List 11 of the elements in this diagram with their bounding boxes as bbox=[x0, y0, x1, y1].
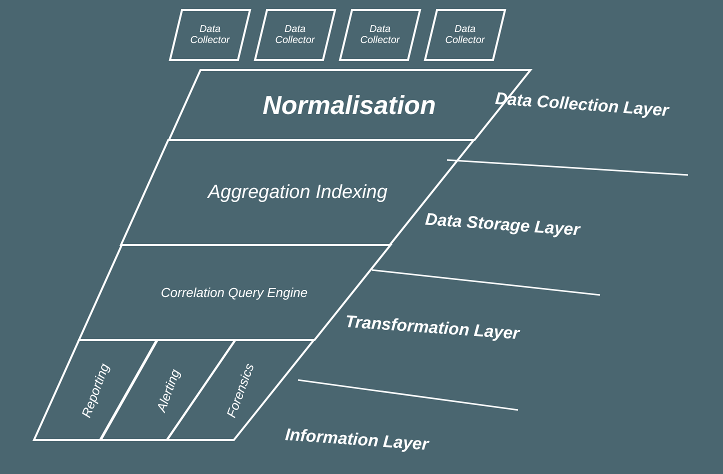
segment-label: Correlation Query Engine bbox=[160, 285, 308, 300]
layer-label: Data Storage Layer bbox=[424, 210, 580, 240]
layer-label: Information Layer bbox=[284, 425, 430, 455]
segment-label: Data Collector bbox=[189, 24, 231, 46]
segment-label: Normalisation bbox=[262, 90, 436, 120]
segment-label: Data Collector bbox=[359, 24, 401, 46]
segment-label: Aggregation Indexing bbox=[208, 182, 388, 204]
segment-label: Data Collector bbox=[274, 24, 316, 46]
layer-label: Transformation Layer bbox=[344, 312, 520, 344]
segment-label: Data Collector bbox=[444, 24, 486, 46]
layer-label: Data Collection Layer bbox=[494, 88, 670, 122]
